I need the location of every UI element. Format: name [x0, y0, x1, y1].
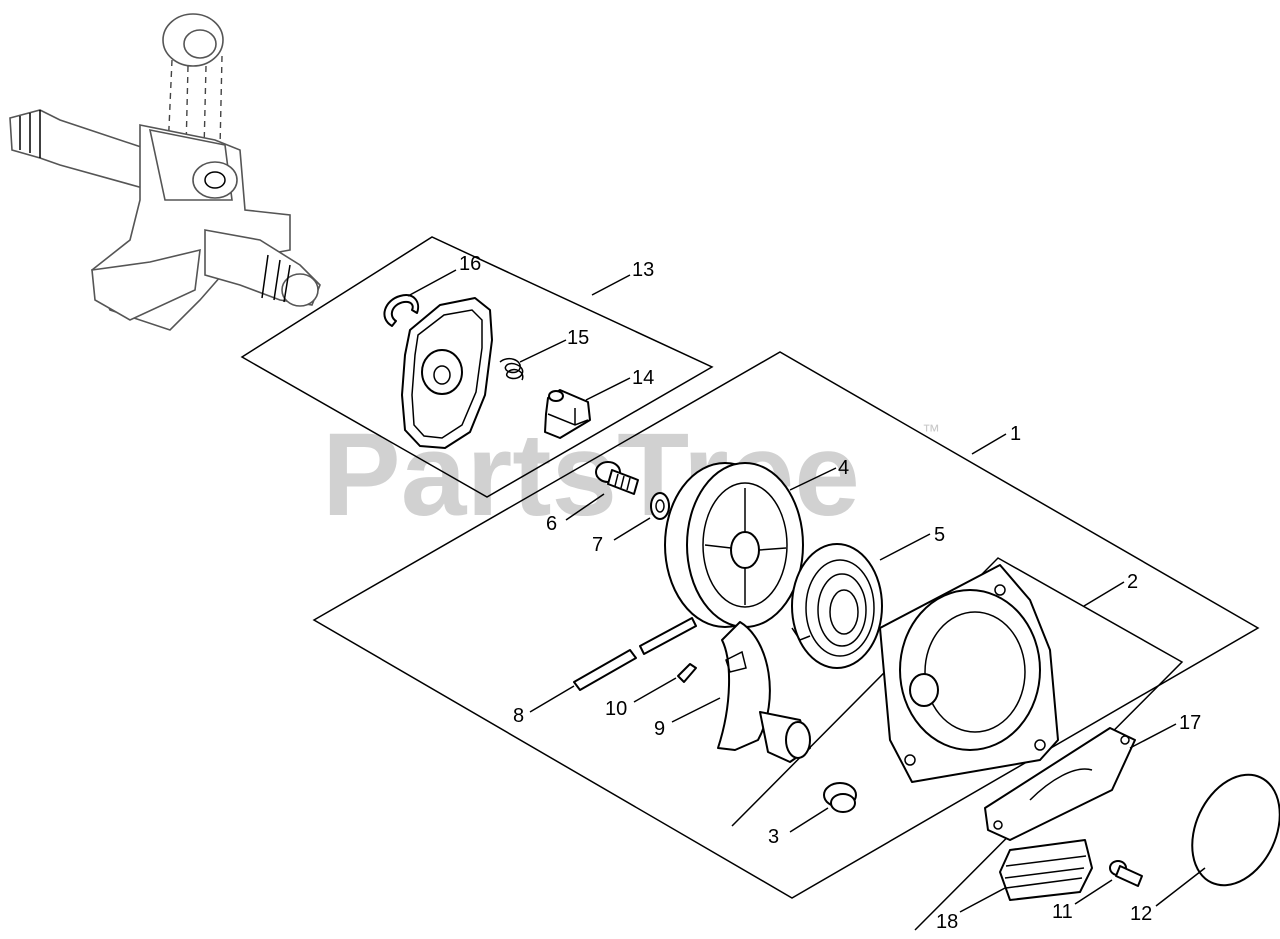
part-7-washer	[650, 492, 670, 520]
callout-11: 11	[1052, 901, 1073, 923]
callout-6: 6	[546, 513, 557, 535]
part-5-spiral-spring	[791, 543, 883, 669]
part-18-damper	[999, 839, 1093, 901]
callout-14: 14	[632, 367, 654, 389]
callout-2: 2	[1127, 571, 1138, 593]
part-2-case	[879, 564, 1059, 783]
part-16-ring	[383, 294, 419, 327]
callout-4: 4	[838, 457, 849, 479]
part-8-pin	[573, 617, 697, 691]
callout-1: 1	[1010, 423, 1021, 445]
callout-16: 16	[459, 253, 481, 275]
assembly-1-outline	[312, 351, 1260, 899]
callout-17: 17	[1179, 712, 1201, 734]
part-17-bracket	[984, 727, 1136, 841]
part-4-reel	[664, 462, 804, 628]
callout-9: 9	[654, 718, 665, 740]
callout-10: 10	[605, 698, 627, 720]
leader-lines	[407, 269, 1206, 913]
watermark-trademark: ™	[922, 421, 940, 441]
callout-13: 13	[632, 259, 654, 281]
part-pawl-plate	[401, 297, 493, 449]
part-11-bolt	[1109, 860, 1143, 887]
part-3-grommet	[823, 782, 857, 813]
part-14-pawl	[544, 389, 591, 439]
part-12-disc	[1191, 773, 1280, 887]
callout-15: 15	[567, 327, 589, 349]
part-10-key	[677, 663, 697, 683]
callout-18: 18	[936, 911, 958, 933]
callout-7: 7	[592, 534, 603, 556]
callout-8: 8	[513, 705, 524, 727]
callout-5: 5	[934, 524, 945, 546]
assembly-13-outline	[240, 236, 714, 498]
part-15-spring	[499, 357, 524, 381]
callout-12: 12	[1130, 903, 1152, 925]
callout-3: 3	[768, 826, 779, 848]
crankshaft-assembly	[9, 13, 321, 331]
part-9-handle	[717, 621, 811, 763]
part-6-screw	[595, 461, 639, 495]
